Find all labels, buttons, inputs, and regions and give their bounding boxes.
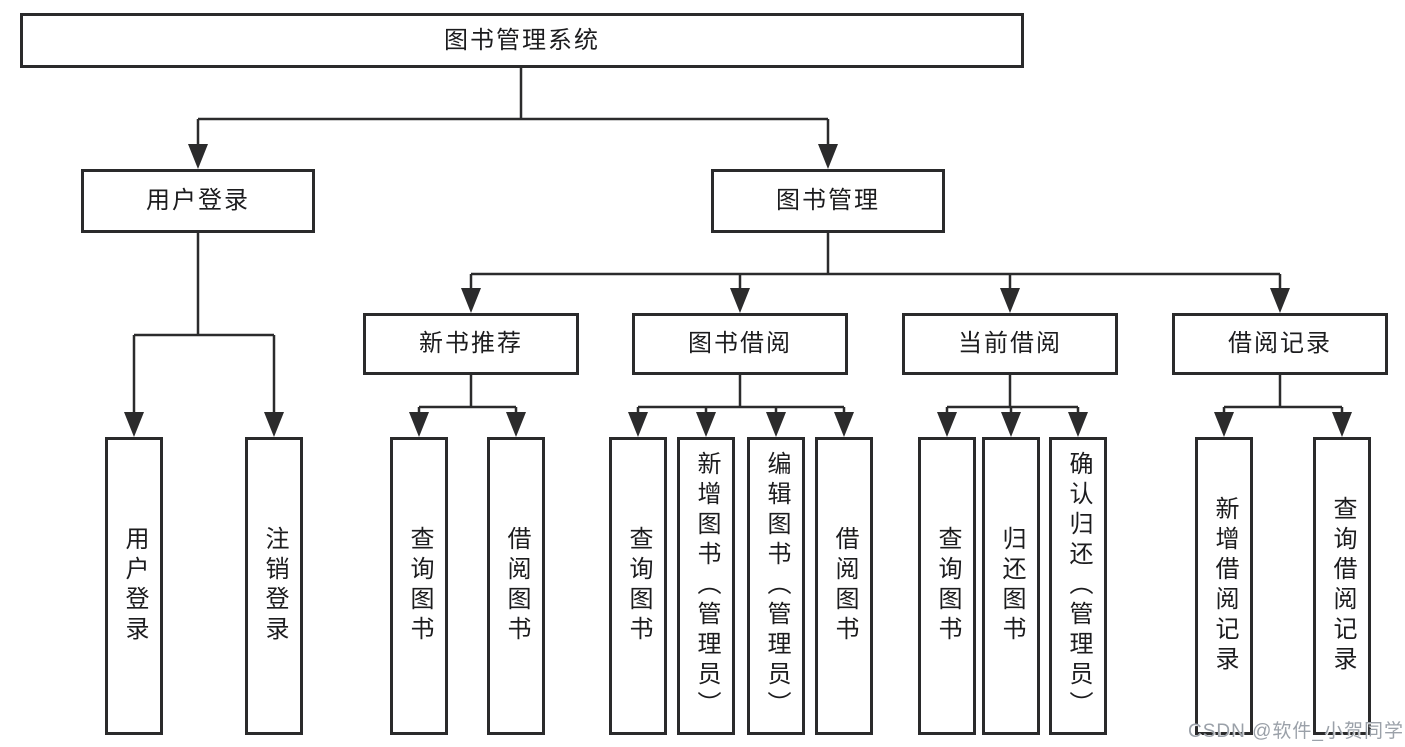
node-root: 图书管理系统	[20, 13, 1024, 68]
node-user-login: 用户登录	[81, 169, 315, 233]
arrowhead-login	[124, 412, 144, 437]
node-book-borrow: 图书借阅	[632, 313, 848, 375]
node-book-management: 图书管理	[711, 169, 945, 233]
arrowhead-br-add	[1214, 412, 1234, 437]
node-leaf-newbook-borrow-book: 借阅图书	[487, 437, 545, 735]
node-leaf-borrow-query-book: 查询图书	[609, 437, 667, 735]
arrowhead-bb-add	[696, 412, 716, 437]
node-leaf-logout: 注销登录	[245, 437, 303, 735]
connector-current-borrow-to-leaves	[945, 375, 1080, 415]
node-new-book-recommend: 新书推荐	[363, 313, 579, 375]
arrowhead-borrow-record	[1270, 288, 1290, 313]
node-borrow-record: 借阅记录	[1172, 313, 1388, 375]
connector-user-login-to-leaves	[132, 233, 276, 415]
node-leaf-add-book-admin: 新增图书（管理员）	[677, 437, 735, 735]
node-leaf-newbook-query-book: 查询图书	[390, 437, 448, 735]
arrowhead-br-query	[1332, 412, 1352, 437]
node-leaf-edit-book-admin: 编辑图书（管理员）	[747, 437, 805, 735]
node-leaf-return-book: 归还图书	[982, 437, 1040, 735]
arrowhead-book-borrow	[730, 288, 750, 313]
node-current-borrow: 当前借阅	[902, 313, 1118, 375]
arrowhead-current-borrow	[1000, 288, 1020, 313]
arrowhead-bb-query	[628, 412, 648, 437]
connector-new-book-rec-to-leaves	[417, 375, 518, 415]
node-leaf-current-query-book: 查询图书	[918, 437, 976, 735]
csdn-watermark: CSDN @软件_小贺同学	[1188, 721, 1404, 742]
arrowhead-cb-confirm	[1068, 412, 1088, 437]
arrowhead-user-login	[188, 144, 208, 169]
arrowhead-book-mgmt	[818, 144, 838, 169]
connector-borrow-record-to-leaves	[1222, 375, 1344, 415]
node-leaf-add-borrow-record: 新增借阅记录	[1195, 437, 1253, 735]
connector-book-borrow-to-leaves	[636, 375, 846, 415]
arrowhead-nb-borrow	[506, 412, 526, 437]
arrowhead-logout	[264, 412, 284, 437]
arrowhead-bb-edit	[766, 412, 786, 437]
arrowhead-new-book-rec	[461, 288, 481, 313]
arrowhead-cb-query	[937, 412, 957, 437]
node-leaf-borrow-book: 借阅图书	[815, 437, 873, 735]
arrowhead-nb-query	[409, 412, 429, 437]
connector-root-to-level2	[196, 68, 830, 146]
node-leaf-user-login: 用户登录	[105, 437, 163, 735]
arrowhead-bb-borrow	[834, 412, 854, 437]
node-leaf-query-borrow-record: 查询借阅记录	[1313, 437, 1371, 735]
arrowhead-cb-return	[1001, 412, 1021, 437]
node-leaf-confirm-return-admin: 确认归还（管理员）	[1049, 437, 1107, 735]
connector-book-mgmt-to-level3	[469, 233, 1282, 291]
